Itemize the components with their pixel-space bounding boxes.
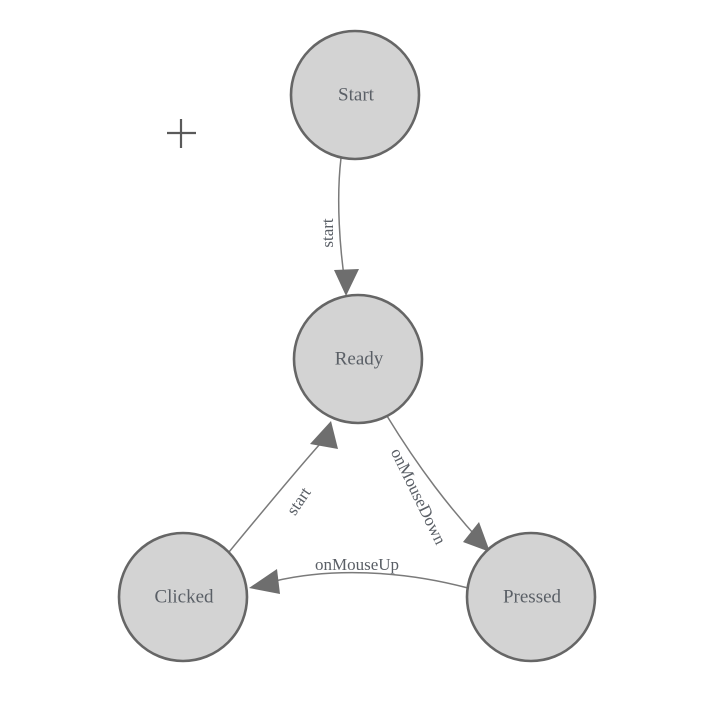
node-ready-label: Ready bbox=[335, 348, 384, 369]
crosshair-icon[interactable] bbox=[167, 119, 196, 148]
edge-start-to-ready-label: start bbox=[318, 218, 337, 248]
node-pressed-circle[interactable] bbox=[465, 531, 597, 663]
edge-pressed-to-clicked-arrowhead bbox=[249, 569, 280, 594]
edge-pressed-to-clicked-path bbox=[274, 571, 469, 589]
edge-ready-to-pressed[interactable]: onMouseDown bbox=[386, 415, 490, 552]
edge-pressed-to-clicked[interactable]: onMouseUp bbox=[249, 555, 469, 594]
edge-start-to-ready[interactable]: start bbox=[318, 157, 359, 296]
edge-clicked-to-ready-path bbox=[228, 443, 321, 553]
node-clicked-circle[interactable] bbox=[117, 531, 249, 663]
edge-clicked-to-ready-label: start bbox=[283, 483, 315, 518]
node-start-circle[interactable] bbox=[289, 29, 421, 161]
edge-clicked-to-ready-arrowhead bbox=[310, 421, 338, 449]
edge-ready-to-pressed-label: onMouseDown bbox=[387, 445, 450, 548]
node-ready[interactable]: Ready bbox=[292, 293, 424, 425]
node-start-label: Start bbox=[338, 84, 375, 105]
edge-start-to-ready-path bbox=[337, 157, 346, 284]
edge-ready-to-pressed-arrowhead bbox=[463, 522, 490, 552]
node-clicked[interactable]: Clicked bbox=[117, 531, 249, 663]
edge-start-to-ready-arrowhead bbox=[334, 269, 359, 296]
node-clicked-label: Clicked bbox=[154, 586, 214, 607]
edge-clicked-to-ready[interactable]: start bbox=[228, 421, 338, 553]
node-start[interactable]: Start bbox=[289, 29, 421, 161]
node-pressed[interactable]: Pressed bbox=[465, 531, 597, 663]
node-pressed-label: Pressed bbox=[503, 586, 562, 607]
edge-pressed-to-clicked-label: onMouseUp bbox=[315, 555, 399, 574]
edge-ready-to-pressed-path bbox=[386, 415, 482, 543]
node-ready-circle[interactable] bbox=[292, 293, 424, 425]
